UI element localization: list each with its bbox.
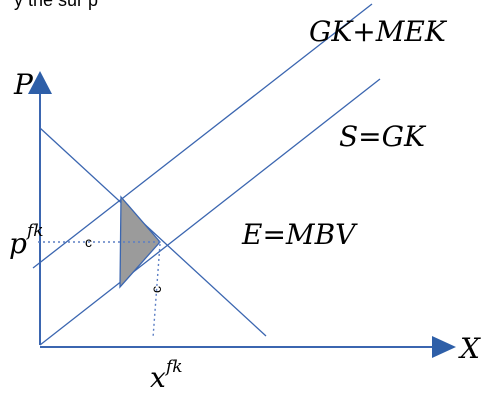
supply-label: S=GK xyxy=(339,120,427,153)
demand-line xyxy=(39,127,267,337)
vertical-c-marker: c xyxy=(148,286,164,293)
y-axis-label: P xyxy=(13,68,34,101)
demand-label: E=MBV xyxy=(241,218,358,251)
price-level-label: p xyxy=(9,227,27,260)
quantity-level-superscript: fk xyxy=(164,357,183,377)
horizontal-c-marker: c xyxy=(85,234,92,250)
x-axis-label: X xyxy=(458,332,481,365)
top-text-fragment: y the sur p xyxy=(14,0,98,10)
price-level-superscript: fk xyxy=(25,221,44,241)
upper-supply-line xyxy=(32,3,373,269)
quantity-guide-line xyxy=(152,243,161,339)
supply-line xyxy=(39,78,381,346)
quantity-level-label: x xyxy=(150,361,166,394)
y-axis-arrow-icon xyxy=(28,71,52,94)
x-axis-arrow-icon xyxy=(432,336,456,358)
upper-supply-label: GK+MEK xyxy=(309,15,448,48)
